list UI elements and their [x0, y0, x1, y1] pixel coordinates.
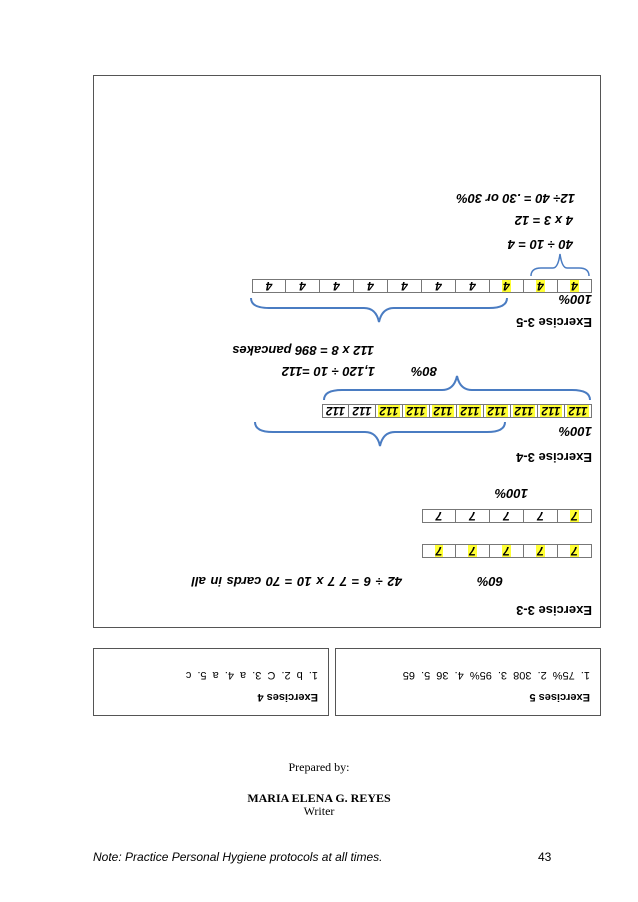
tape-cell: 112 [322, 404, 349, 418]
tape-cell-value: 112 [378, 404, 400, 418]
tape-cell-value: 112 [325, 404, 346, 418]
tape-cell: 4 [456, 279, 490, 293]
answer-key-box: Exercise 3-3 60% 42 ÷ 6 = 7 7 x 10 = 70 … [93, 75, 601, 628]
tape-cell: 112 [538, 404, 565, 418]
tape-cell: 7 [456, 509, 490, 523]
exercise-3-5-bar: 4 4 4 4 4 4 4 4 4 4 [252, 279, 592, 293]
tape-cell-value: 112 [405, 404, 427, 418]
exercise-3-4-equation-2: 112 x 8 = 896 pancakes [232, 343, 374, 358]
tape-cell-value: 4 [502, 279, 511, 293]
tape-cell: 112 [457, 404, 484, 418]
tape-cell-value: 112 [432, 404, 454, 418]
exercise-3-3-bar-top: 7 7 7 7 7 [422, 544, 592, 558]
tape-cell: 7 [422, 544, 456, 558]
exercises-5-answers: 1. 75% 2. 308 3. 95% 4. 36 5. 65 [402, 669, 590, 681]
tape-cell: 7 [558, 544, 592, 558]
tape-cell-value: 7 [537, 509, 544, 523]
exercises-4-answers: 1. b 2. C 3. a 4. a 5. c [185, 669, 318, 681]
exercise-3-5-part-brace [530, 253, 590, 277]
tape-cell-value: 4 [435, 279, 442, 293]
tape-cell: 7 [422, 509, 456, 523]
footer-note: Note: Practice Personal Hygiene protocol… [93, 850, 383, 864]
tape-cell-value: 4 [265, 279, 273, 293]
tape-cell-value: 7 [536, 544, 545, 558]
exercise-3-4-percent: 80% [410, 364, 437, 379]
exercise-3-5-total-brace [250, 297, 508, 323]
tape-cell: 7 [524, 544, 558, 558]
tape-cell-value: 4 [469, 279, 476, 293]
tape-cell-value: 7 [469, 509, 476, 523]
tape-cell-value: 4 [536, 279, 545, 293]
tape-cell: 112 [403, 404, 430, 418]
prepared-by-label: Prepared by: [288, 760, 350, 774]
tape-cell-value: 4 [333, 279, 340, 293]
tape-cell: 4 [490, 279, 524, 293]
exercise-3-5-title: Exercise 3-5 [516, 315, 592, 330]
tape-cell-value: 7 [503, 509, 510, 523]
tape-cell-value: 4 [367, 279, 374, 293]
tape-cell-value: 7 [502, 544, 511, 558]
tape-cell: 112 [376, 404, 403, 418]
exercises-5-title: Exercises 5 [529, 691, 590, 703]
tape-cell: 112 [511, 404, 538, 418]
tape-cell: 4 [252, 279, 286, 293]
tape-cell-value: 7 [434, 544, 444, 558]
tape-cell: 112 [430, 404, 457, 418]
tape-cell: 7 [558, 509, 592, 523]
exercises-4-box: Exercises 4 1. b 2. C 3. a 4. a 5. c [93, 648, 329, 716]
answer-key-content: Exercise 3-3 60% 42 ÷ 6 = 7 7 x 10 = 70 … [94, 76, 600, 627]
tape-cell: 112 [349, 404, 376, 418]
tape-cell: 4 [320, 279, 354, 293]
exercises-5-box: Exercises 5 1. 75% 2. 308 3. 95% 4. 36 5… [335, 648, 601, 716]
tape-cell: 7 [490, 509, 524, 523]
tape-cell: 4 [558, 279, 592, 293]
tape-cell-value: 7 [435, 509, 443, 523]
tape-cell-value: 112 [567, 404, 589, 418]
tape-cell-value: 7 [570, 509, 579, 523]
tape-cell-value: 4 [570, 279, 579, 293]
author-role: Writer [303, 804, 335, 818]
tape-cell: 7 [490, 544, 524, 558]
tape-cell-value: 4 [401, 279, 408, 293]
tape-cell-value: 7 [468, 544, 477, 558]
exercises-4-title: Exercises 4 [257, 691, 318, 703]
exercise-3-4-bar: 112 112 112 112 112 112 112 112 112 112 [322, 404, 592, 418]
tape-cell: 112 [565, 404, 592, 418]
tape-cell: 4 [354, 279, 388, 293]
page-number: 43 [538, 850, 552, 864]
exercise-3-3-total: 100% [494, 486, 528, 501]
exercise-3-3-bar-bottom: 7 7 7 7 7 [422, 509, 592, 523]
exercise-3-3-percent: 60% [476, 574, 503, 589]
tape-cell: 7 [524, 509, 558, 523]
tape-cell: 112 [484, 404, 511, 418]
tape-cell: 4 [286, 279, 320, 293]
exercise-3-3-equation: 42 ÷ 6 = 7 7 x 10 = 70 cards in all [191, 574, 402, 589]
exercise-3-5-total: 100% [558, 292, 592, 307]
tape-cell-value: 112 [540, 404, 562, 418]
exercise-3-5-equation-1: 40 ÷ 10 = 4 [507, 237, 573, 252]
tape-cell-value: 112 [459, 404, 481, 418]
author-name: MARIA ELENA G. REYES [247, 791, 391, 805]
tape-cell-value: 112 [486, 404, 508, 418]
exercise-3-4-part-brace [323, 375, 591, 401]
tape-cell: 4 [388, 279, 422, 293]
exercise-3-5-equation-2: 4 x 3 = 12 [514, 213, 573, 228]
tape-cell-value: 4 [299, 279, 306, 293]
tape-cell: 7 [456, 544, 490, 558]
exercise-3-4-total: 100% [558, 424, 592, 439]
exercise-3-4-equation-1: 1,120 ÷ 10 =112 [281, 364, 375, 379]
exercise-3-3-title: Exercise 3-3 [516, 603, 592, 618]
exercise-3-4-total-brace [254, 421, 506, 447]
tape-cell: 4 [524, 279, 558, 293]
tape-cell-value: 112 [513, 404, 535, 418]
exercise-3-4-title: Exercise 3-4 [516, 450, 592, 465]
tape-cell-value: 112 [352, 404, 372, 418]
tape-cell: 4 [422, 279, 456, 293]
tape-cell-value: 7 [570, 544, 579, 558]
exercise-3-5-equation-3: 12÷ 40 = .30 or 30% [456, 191, 575, 206]
